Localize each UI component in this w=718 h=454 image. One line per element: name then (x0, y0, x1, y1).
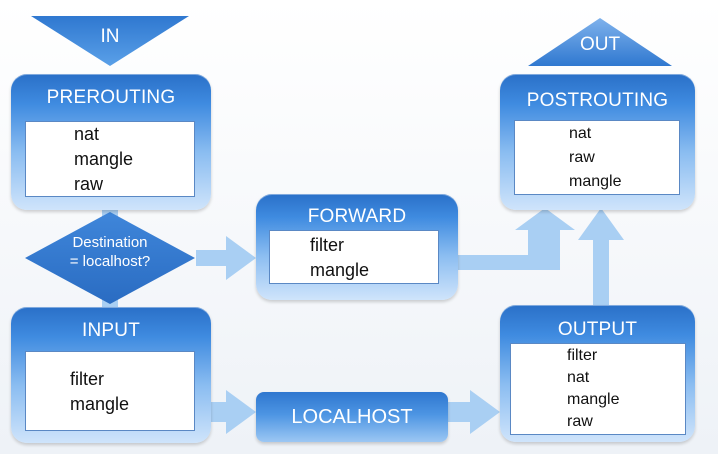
table-item: filter (310, 235, 345, 255)
decision-line-1: Destination (72, 234, 148, 251)
table-item: mangle (74, 149, 134, 169)
chain-prerouting: PREROUTING nat mangle raw (11, 74, 211, 210)
chain-input: INPUT filter mangle (11, 307, 211, 443)
table-item: nat (569, 125, 592, 142)
chain-output: OUTPUT filter nat mangle raw (500, 305, 695, 442)
in-label: IN (100, 26, 120, 47)
table-item: filter (567, 347, 598, 364)
chain-prerouting-tables: nat mangle raw (25, 121, 195, 197)
chain-prerouting-title: PREROUTING (46, 87, 176, 108)
chain-forward-tables: filter mangle (269, 230, 439, 284)
table-item: mangle (567, 391, 620, 408)
table-item: raw (567, 413, 593, 430)
decision-line-2: = localhost? (69, 253, 151, 270)
table-item: raw (569, 149, 595, 166)
table-item: nat (74, 124, 100, 144)
chain-input-title: INPUT (82, 320, 140, 341)
table-item: raw (74, 174, 104, 194)
out-label: OUT (579, 34, 621, 55)
chain-postrouting: POSTROUTING nat raw mangle (500, 74, 695, 210)
chain-forward: FORWARD filter mangle (256, 194, 458, 300)
chain-output-tables: filter nat mangle raw (510, 343, 686, 435)
arrow-decision-forward (196, 236, 256, 280)
out-triangle (528, 18, 672, 66)
decision-label: Destination = localhost? (50, 233, 170, 271)
table-item: mangle (70, 394, 130, 414)
decision-diamond (25, 212, 195, 304)
chain-input-tables: filter mangle (25, 351, 195, 431)
chain-postrouting-tables: nat raw mangle (514, 120, 680, 195)
table-item: nat (567, 369, 590, 386)
table-item: filter (70, 369, 105, 389)
chain-output-title: OUTPUT (557, 319, 638, 340)
in-triangle (31, 16, 189, 66)
table-item: mangle (310, 260, 370, 280)
localhost-box: LOCALHOST (256, 392, 448, 442)
arrow-forward-postrouting (458, 208, 575, 270)
table-item: mangle (569, 173, 622, 190)
arrow-output-postrouting (578, 208, 624, 305)
arrow-localhost-output (448, 390, 500, 434)
chain-forward-title: FORWARD (307, 206, 407, 227)
localhost-label: LOCALHOST (291, 405, 413, 428)
arrow-input-localhost (210, 390, 256, 434)
chain-postrouting-title: POSTROUTING (526, 90, 669, 111)
